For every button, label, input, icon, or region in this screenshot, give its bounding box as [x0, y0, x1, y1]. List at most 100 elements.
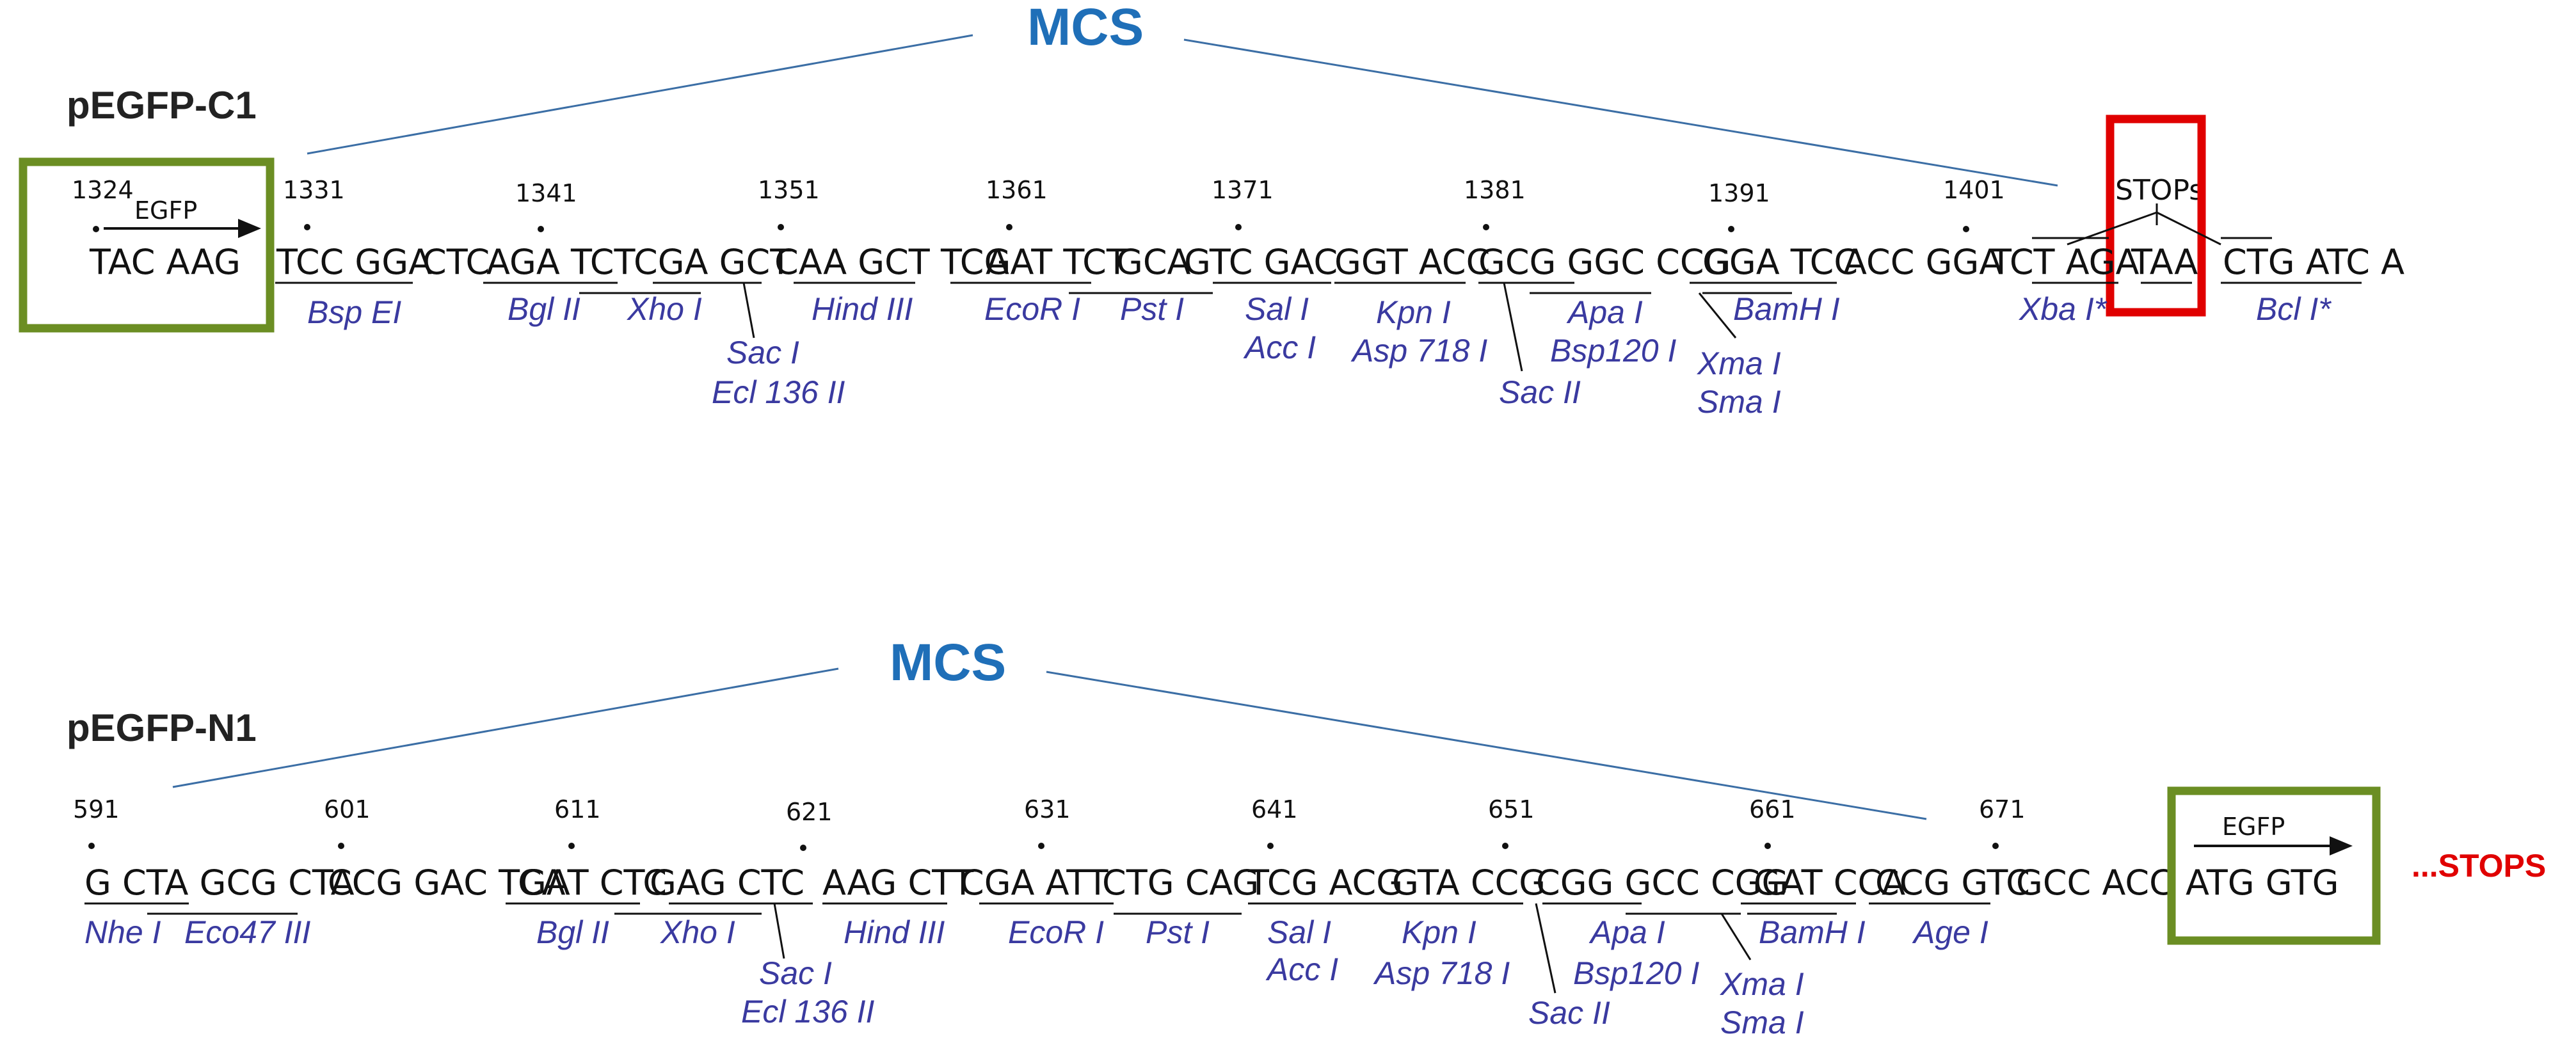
enzyme-label: Sac I	[759, 955, 832, 991]
sequence-segment: GGT ACC	[1334, 242, 1490, 282]
position-numbers-top: 1324 1331 1341 1351 1361 1371 1381 1391 …	[72, 176, 2005, 207]
sequence-segment: GAG CTC	[650, 863, 804, 903]
enzyme-label: Hind III	[844, 914, 945, 950]
sequence-segment: AGA TCT	[486, 242, 636, 282]
sequence-segment: CCG GAC TCA	[328, 863, 566, 903]
enzyme-label: Sma I	[1720, 1005, 1804, 1040]
sequence-segment: CAA GCT TCG	[774, 242, 1011, 282]
sequence-segment: CGA GCT	[634, 242, 792, 282]
enzyme-label: Xho I	[660, 914, 735, 950]
enzyme-label: Xma I	[1697, 346, 1781, 381]
enzyme-label: Bsp120 I	[1573, 955, 1699, 991]
egfp-arrow-head-top	[238, 219, 261, 238]
position-number: 641	[1251, 795, 1298, 823]
sequence-segment: TCT AGA	[1990, 242, 2140, 282]
stop-codon-box	[2106, 115, 2206, 317]
sequence-segment: CCG GTC	[1875, 863, 2030, 903]
sequence-segment: TCG ACG	[1247, 863, 1403, 903]
enzyme-label: Kpn I	[1376, 294, 1451, 330]
sequence-segment: AAT TCT	[986, 242, 1128, 282]
enzyme-label: Sac I	[726, 335, 799, 370]
sequence-segment: CGG GCC CGG	[1536, 863, 1788, 903]
egfp-label-bottom: EGFP	[2222, 813, 2285, 841]
mcs-line-right-top	[1183, 38, 2058, 187]
enzyme-label: Sal I	[1267, 914, 1331, 950]
enzyme-label: BamH I	[1759, 914, 1866, 950]
pegfp-c1-map: MCS pEGFP-C1 1324 1331 1341 1351 1361 13…	[19, 0, 2404, 420]
sequence-segment: CTG ATC A	[2223, 242, 2404, 282]
enzyme-label: Sac II	[1528, 995, 1610, 1031]
enzyme-label: EcoR I	[984, 291, 1080, 327]
enzyme-label: Sal I	[1245, 291, 1309, 327]
enzyme-label: Asp 718 I	[1373, 955, 1510, 991]
sequence-segment: GCA	[1116, 242, 1191, 282]
position-number: 1341	[515, 179, 577, 207]
dna-sequence-top: TAC AAG TCC GGA CTC AGA TCT CGA GCT CAA …	[89, 242, 2404, 282]
trailing-stops-label: ...STOPS	[2412, 848, 2546, 884]
vector-name-top: pEGFP-C1	[67, 84, 257, 127]
enzyme-label: Xba I*	[2019, 291, 2108, 327]
enzyme-label: Sac II	[1499, 374, 1581, 410]
enzyme-label: Apa I	[1566, 294, 1643, 330]
enzyme-label: Bgl II	[508, 291, 580, 327]
enzyme-label: Pst I	[1146, 914, 1210, 950]
position-number: 1351	[758, 176, 820, 204]
position-dots-bottom	[88, 843, 1999, 851]
enzyme-label: Nhe I	[84, 914, 161, 950]
position-number: 1401	[1943, 176, 2005, 204]
enzyme-label: Hind III	[812, 291, 913, 327]
sequence-segment: CTC	[422, 242, 490, 282]
enzyme-pointers-top	[742, 282, 1737, 372]
pegfp-n1-map: MCS pEGFP-N1 591 601 611 621 631 641 651…	[67, 633, 2546, 1040]
stops-label: STOPs	[2115, 174, 2204, 207]
enzyme-label: Apa I	[1588, 914, 1665, 950]
position-dots-top	[93, 224, 1969, 232]
enzyme-label: Bsp120 I	[1550, 333, 1676, 369]
enzyme-label: Xma I	[1720, 966, 1804, 1002]
sequence-segment: G CTA GCG CTA	[84, 863, 355, 903]
vector-name-bottom: pEGFP-N1	[67, 706, 257, 749]
position-number: 661	[1749, 795, 1796, 823]
enzyme-label: Bcl I*	[2256, 291, 2332, 327]
sequence-segment: CGA ATT	[960, 863, 1108, 903]
sequence-segment: GCG GGC CCG	[1478, 242, 1731, 282]
sequence-segment: ACC GGA	[1843, 242, 2003, 282]
sequence-segment: GTC GAC	[1184, 242, 1338, 282]
sequence-segment: ATG GTG	[2186, 863, 2339, 903]
position-number: 651	[1488, 795, 1535, 823]
position-number: 1324	[72, 176, 134, 204]
enzyme-label: Bsp EI	[307, 294, 401, 330]
sequence-segment: GAT CTC	[520, 863, 667, 903]
enzyme-label: Bgl II	[536, 914, 609, 950]
position-number: 1391	[1708, 179, 1770, 207]
enzyme-label: Acc I	[1243, 330, 1316, 365]
position-number: 671	[1979, 795, 2026, 823]
position-number: 591	[73, 795, 120, 823]
enzyme-label: Asp 718 I	[1350, 333, 1487, 369]
sequence-segment: GGA TCC	[1702, 242, 1858, 282]
enzyme-label: Ecl 136 II	[712, 374, 845, 410]
position-number: 601	[324, 795, 371, 823]
position-number: 611	[554, 795, 601, 823]
sequence-segment: GAT CCA	[1754, 863, 1905, 903]
position-numbers-bottom: 591 601 611 621 631 641 651 661 671	[73, 795, 2026, 826]
enzyme-label: Ecl 136 II	[741, 994, 875, 1030]
position-number: 1331	[283, 176, 345, 204]
enzymes-top: Bsp EI Bgl II Xho I Sac I Ecl 136 II Hin…	[307, 291, 2332, 420]
sequence-segment: CTG CAG	[1102, 863, 1259, 903]
position-number: 1381	[1464, 176, 1526, 204]
enzyme-pointers-bottom	[773, 903, 1752, 994]
enzyme-label: EcoR I	[1008, 914, 1104, 950]
sequence-segment: AAG CTT	[822, 863, 974, 903]
position-number: 631	[1024, 795, 1071, 823]
enzyme-label: Pst I	[1120, 291, 1184, 327]
site-underlines-top	[275, 237, 2362, 294]
mcs-label-top: MCS	[1027, 0, 1144, 56]
mcs-line-right-bottom	[1046, 671, 1927, 820]
mcs-line-left-bottom	[172, 667, 839, 788]
enzymes-bottom: Nhe I Eco47 III Bgl II Xho I Sac I Ecl 1…	[84, 914, 1988, 1040]
enzyme-label: Sma I	[1697, 384, 1781, 420]
site-underlines-bottom	[84, 902, 1990, 915]
stops-pointer-lines	[2067, 203, 2221, 246]
mcs-line-left-top	[307, 34, 973, 155]
